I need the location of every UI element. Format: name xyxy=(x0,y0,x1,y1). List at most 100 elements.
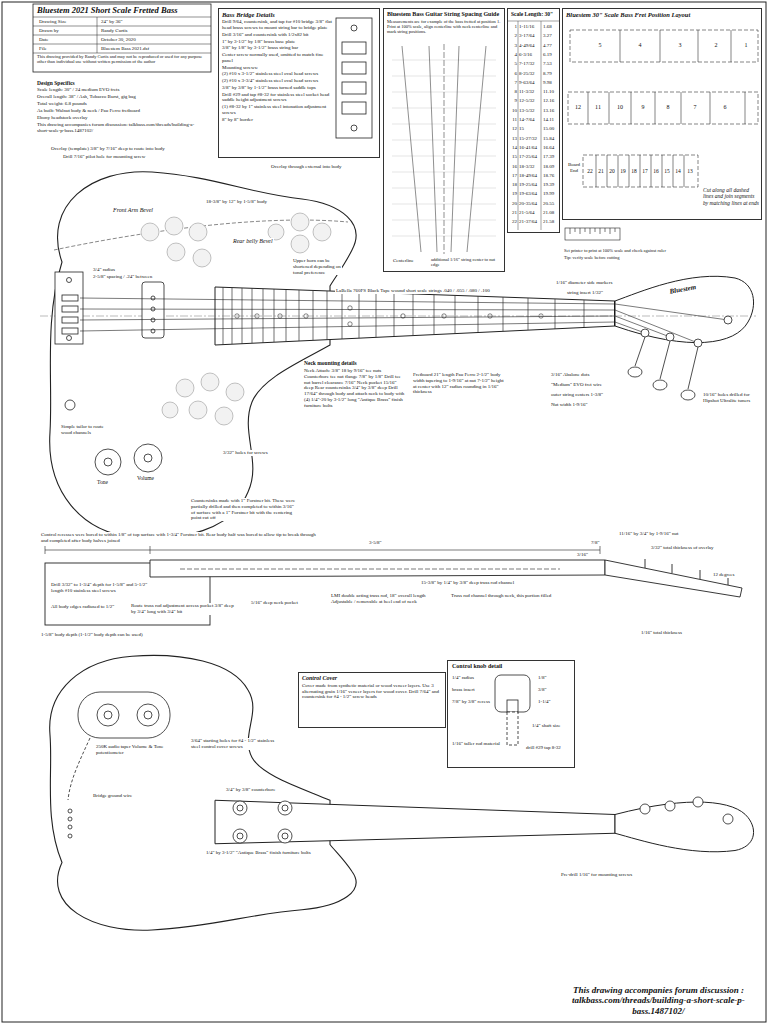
box-text: drill #29 tap 8-32 xyxy=(526,745,561,751)
table-cell: 4.77 xyxy=(543,43,559,49)
callout-note: Pre-drill 1/16" for mounting screws xyxy=(560,872,633,878)
rear-details xyxy=(233,829,247,843)
fret-number: 3 xyxy=(674,42,686,49)
callout-note: string insert 1/32" xyxy=(566,290,604,296)
fret-layout-strips xyxy=(583,155,698,187)
callout-note: As built: Walnut body & neck / Pau Ferro… xyxy=(36,108,141,114)
rear-details xyxy=(693,797,703,807)
fret-number: 12 xyxy=(572,104,584,111)
table-cell: 3 xyxy=(509,43,517,49)
table-cell: 18-49/64 xyxy=(519,173,542,179)
table-cell: 15 xyxy=(509,154,517,160)
box-text: (2) #10 x 3-1/2" stainless steel oval he… xyxy=(222,71,333,77)
table-cell: 6.19 xyxy=(543,52,559,58)
weight-relief-holes xyxy=(291,235,309,253)
pickup xyxy=(151,296,155,300)
callout-note: 1/16" total thickness xyxy=(640,630,683,636)
rear-details xyxy=(723,814,733,824)
drawing-title: Bluestem 2021 Short Scale Fretted Bass xyxy=(36,6,179,16)
table-cell: 13-5/32 xyxy=(519,108,542,114)
detail-box: Bass Bridge DetailsDrill 9/64, countersi… xyxy=(218,8,380,158)
tuners xyxy=(628,316,732,400)
rear-details xyxy=(282,805,288,811)
fret-number: 8 xyxy=(662,104,674,111)
table-cell: 21 xyxy=(509,210,517,216)
detail-box: Bluestem 30" Scale Bass Fret Position La… xyxy=(562,8,762,220)
box-text: 1/4" shaft size xyxy=(532,723,560,729)
frets xyxy=(223,287,584,345)
box-heading: Bluestem Bass Guitar String Spacing Guid… xyxy=(387,11,501,18)
bridge-detail-drawing xyxy=(342,42,366,54)
callout-note: 2-5/8" spacing / .24" between xyxy=(92,274,153,280)
table-cell: 21.08 xyxy=(543,210,559,216)
detail-box: Control CoverCover made from synthetic m… xyxy=(298,672,446,728)
rear-details xyxy=(237,805,243,811)
fret-layout-strips xyxy=(570,30,758,62)
box-text: Measurements are for example of the bass… xyxy=(387,19,501,35)
callout-note: Scale length: 30" / 24 medium EVO frets xyxy=(36,87,120,93)
table-cell: 1.68 xyxy=(543,24,559,30)
callout-note: 3/4" by 3/8" counterbore xyxy=(225,787,277,793)
table-cell: 16 xyxy=(509,164,517,170)
callout-note: Control recesses were bored to within 1/… xyxy=(40,532,320,544)
side-view xyxy=(45,546,742,625)
caption: This drawing accompanies forum discussio… xyxy=(555,985,762,1016)
box-text: Mounting screws: xyxy=(222,65,333,71)
table-cell: 7.53 xyxy=(543,61,559,67)
fret-number: 18 xyxy=(630,168,638,174)
weight-relief-holes xyxy=(141,223,159,241)
callout-note: Overall length: 38" / Ash, Tobacco Burst… xyxy=(36,94,137,100)
table-cell: 18-3/32 xyxy=(519,164,542,170)
box-text: 1/8" xyxy=(538,675,546,681)
table-cell: 11.10 xyxy=(543,89,559,95)
box-heading: Bluestem 30" Scale Bass Fret Position La… xyxy=(566,11,758,18)
tuners xyxy=(666,333,674,341)
fret-number: 20 xyxy=(608,168,616,174)
weight-relief-holes xyxy=(189,223,207,241)
weight-relief-holes xyxy=(215,407,233,425)
box-text: Center screw normally used, omitted to m… xyxy=(222,52,333,64)
weight-relief-holes xyxy=(193,249,211,267)
callout-note: 5/16" deep neck pocket xyxy=(250,600,299,606)
control-knobs xyxy=(134,444,162,472)
callout-note: Ebony headstock overlay xyxy=(36,115,89,121)
weight-relief-holes xyxy=(176,379,194,397)
table-cell: 20.55 xyxy=(543,201,559,207)
weight-relief-holes xyxy=(226,383,244,401)
bridge-detail-drawing xyxy=(351,125,357,131)
weight-relief-holes xyxy=(165,217,183,235)
rear-details xyxy=(78,692,170,738)
callout-note: Neck mounting details xyxy=(303,360,358,366)
bridge-detail-drawing xyxy=(336,18,372,138)
box-text: 8" by 8" border xyxy=(222,117,333,123)
rear-details xyxy=(68,834,72,838)
bridge-detail-drawing xyxy=(342,102,366,114)
rear-details xyxy=(68,817,72,821)
box-text: (2) #10 x 3-3/4" stainless steel oval he… xyxy=(222,78,333,84)
table-cell: 12.16 xyxy=(543,98,559,104)
callout-note: 3/4" radius xyxy=(92,267,116,273)
scale-ruler xyxy=(565,228,620,240)
callout-note: LMI double acting truss rod, 18" overall… xyxy=(330,593,435,605)
box-text: Drill #29 and tap #8-32 for stainless st… xyxy=(222,92,333,104)
control-knobs xyxy=(65,400,162,475)
pickup xyxy=(151,318,155,322)
weight-relief-holes xyxy=(162,402,178,418)
table-cell: 17 xyxy=(509,173,517,179)
callout-note: 3-5/8" xyxy=(368,540,383,546)
title-block-cell: Drawn by xyxy=(38,28,60,34)
title-block-cell: October 30, 2020 xyxy=(100,37,137,43)
callout-note: Set printer to print at 100% scale and c… xyxy=(563,248,758,253)
scale-table-lines xyxy=(507,21,560,230)
table-cell: 16-41/64 xyxy=(519,145,542,151)
weight-relief-holes xyxy=(167,243,185,261)
rear-details xyxy=(144,711,152,719)
callout-note: 3/64" starting holes for #4 - 1/2" stain… xyxy=(190,738,285,750)
callout-note: Drill 7/16" pilot hole for mounting scre… xyxy=(62,154,146,160)
callout-note: 18-3/8" by 12" by 1-5/8" body xyxy=(205,199,268,205)
box-text: 3/8" xyxy=(538,687,546,693)
table-cell: 15 xyxy=(519,126,542,132)
rear-details xyxy=(137,704,159,726)
callout-note: 3/16" xyxy=(576,552,589,558)
